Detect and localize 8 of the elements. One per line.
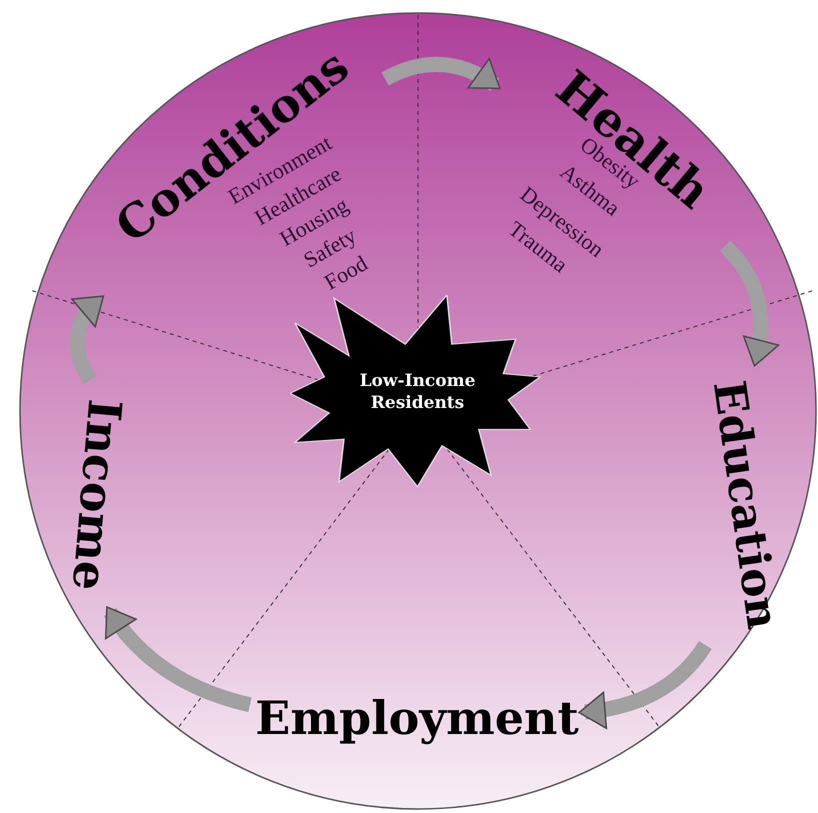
curved-arrow: [70, 294, 104, 384]
curved-arrow: [578, 640, 712, 728]
curved-arrow: [104, 606, 252, 712]
center-label: Low-Income Residents: [358, 371, 476, 414]
segment-heading: Education: [706, 378, 784, 632]
curved-arrow: [720, 240, 779, 367]
curved-arrow: [382, 56, 501, 92]
segment-heading: Income: [66, 398, 128, 592]
